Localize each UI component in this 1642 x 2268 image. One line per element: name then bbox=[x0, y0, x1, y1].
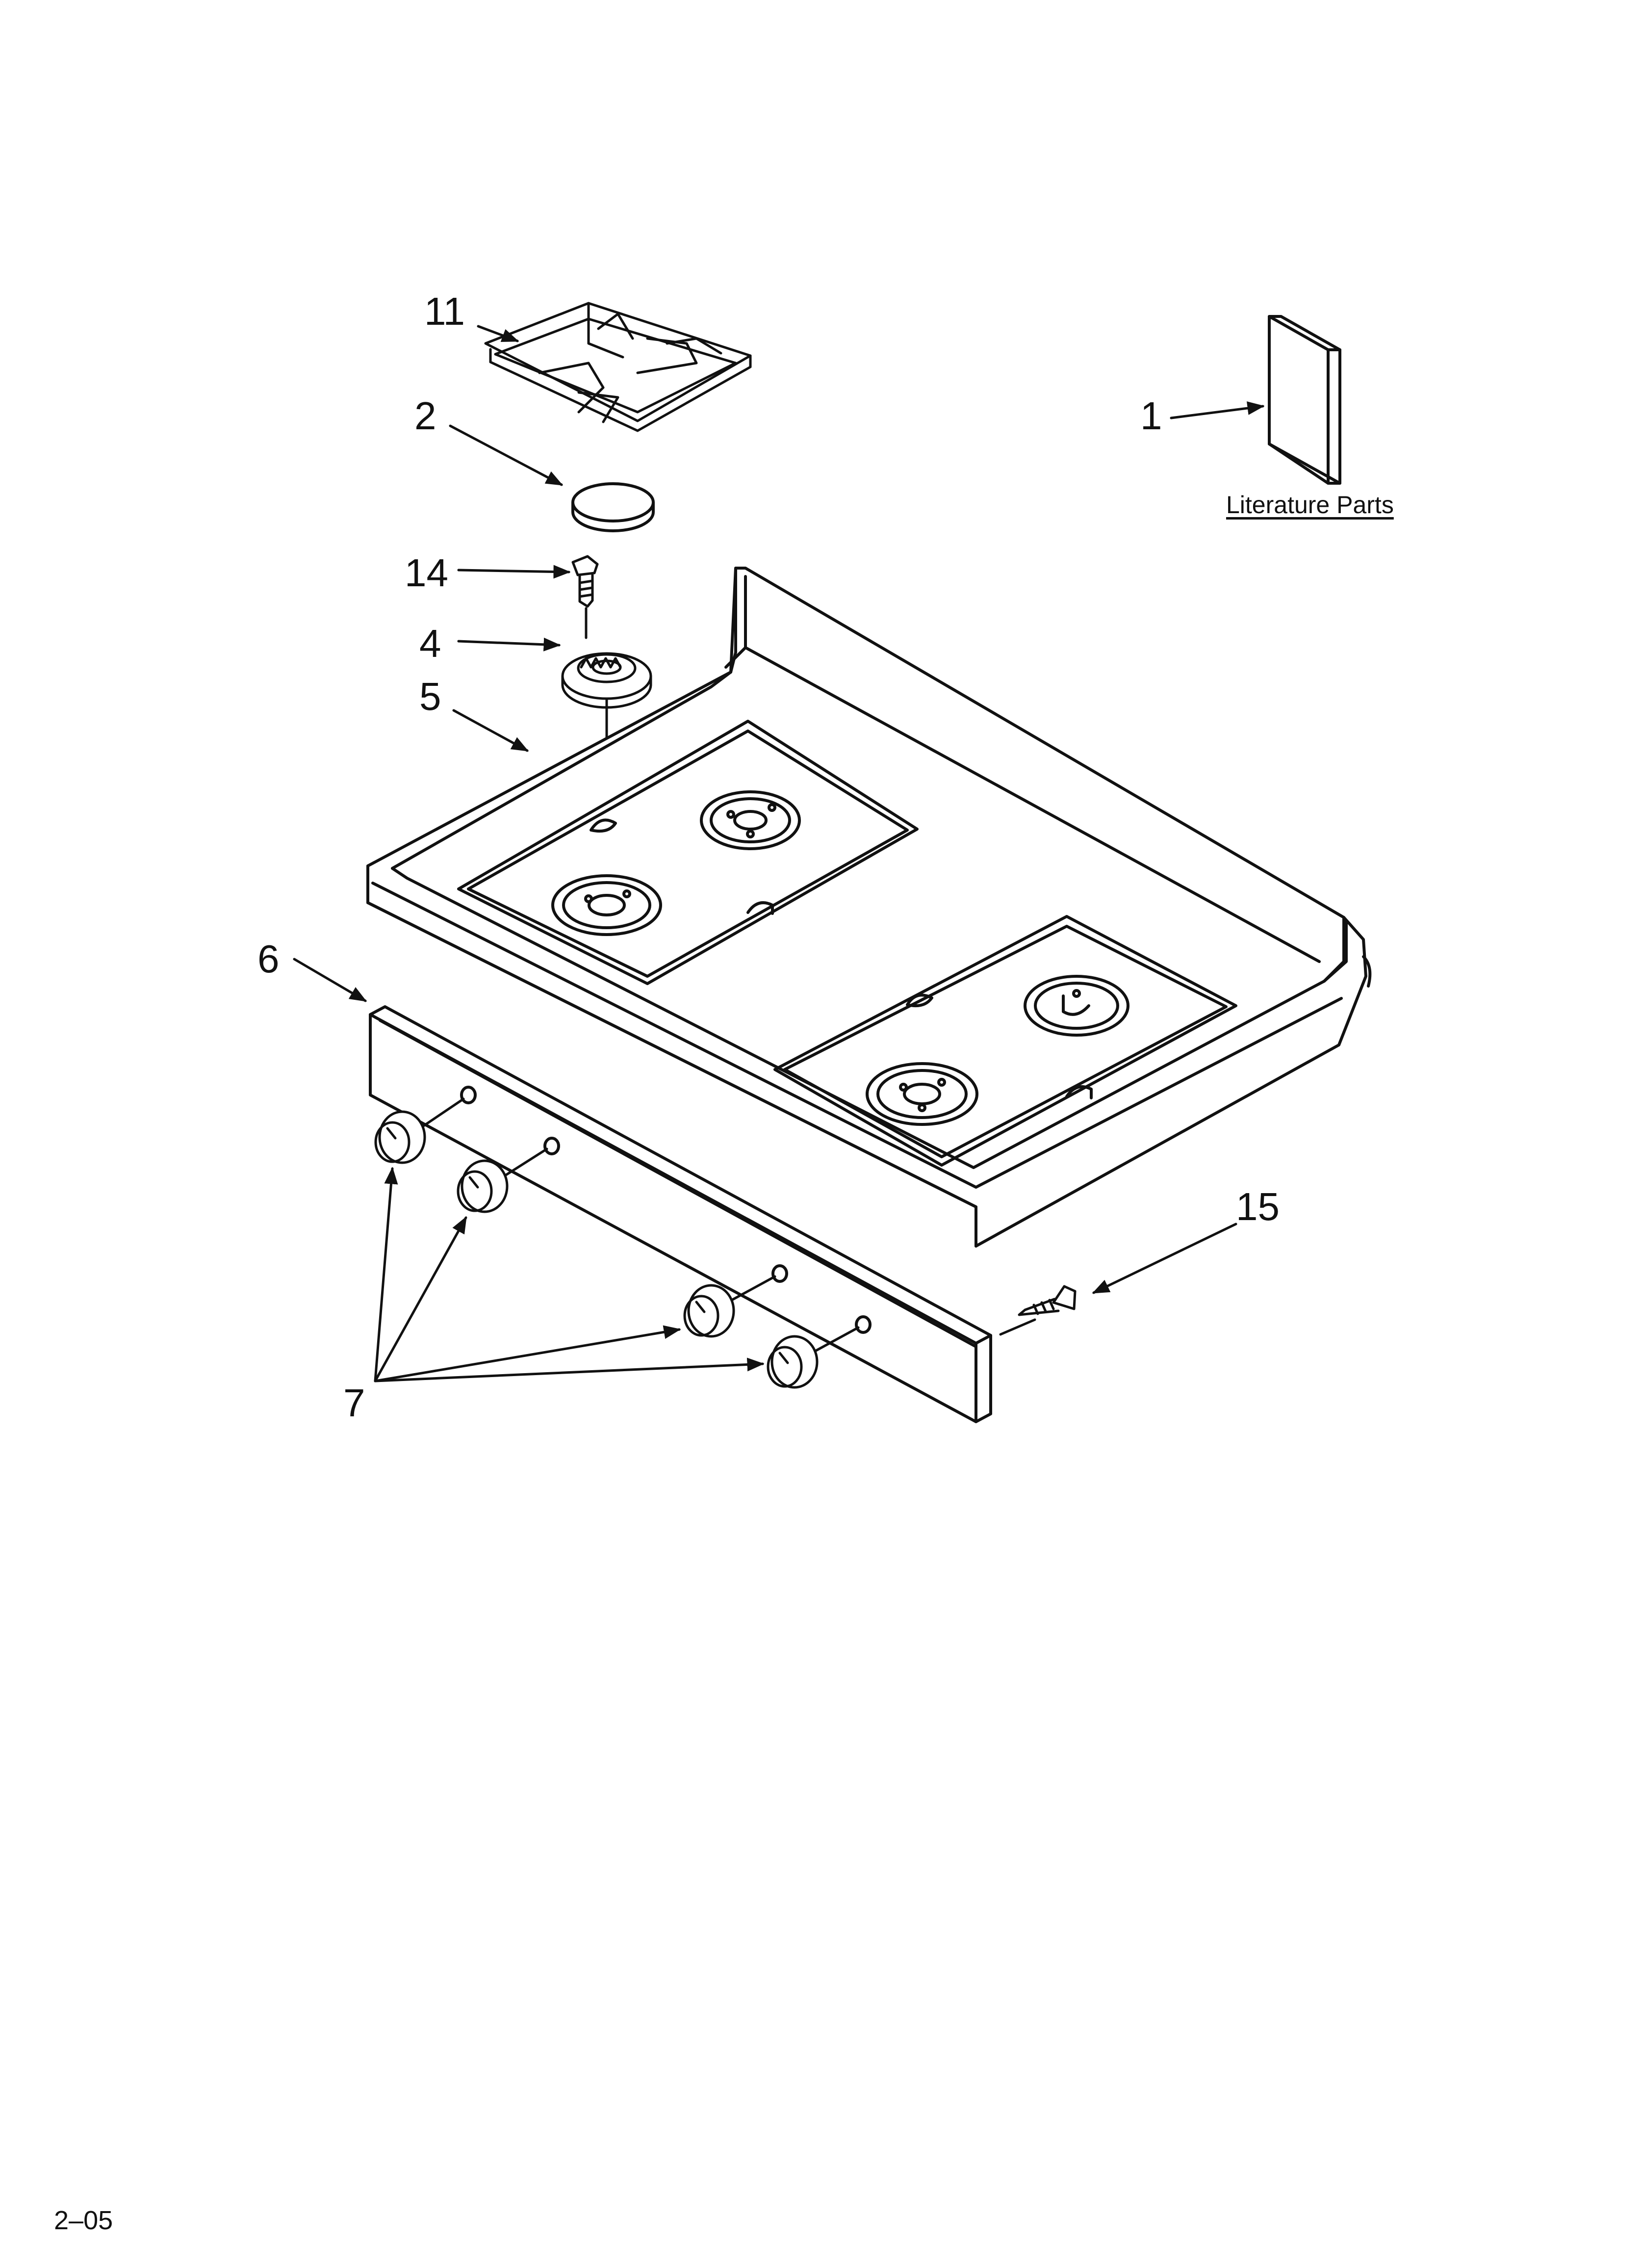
burner-grate bbox=[484, 302, 752, 432]
screw-15 bbox=[999, 1285, 1077, 1336]
literature-booklet bbox=[1268, 315, 1341, 485]
callout-4: 4 bbox=[419, 622, 441, 665]
burner-cap bbox=[571, 482, 655, 532]
arrow-15 bbox=[1092, 1223, 1237, 1294]
arrow-14 bbox=[457, 565, 571, 579]
literature-parts-label: Literature Parts bbox=[1226, 491, 1394, 519]
callout-5: 5 bbox=[419, 675, 441, 718]
callout-2: 2 bbox=[414, 394, 436, 438]
control-panel bbox=[369, 1005, 992, 1423]
control-knobs bbox=[374, 1097, 860, 1389]
callout-arrows bbox=[293, 325, 1265, 1382]
knob-4 bbox=[767, 1326, 860, 1389]
callout-6: 6 bbox=[257, 937, 280, 981]
arrow-6 bbox=[293, 958, 367, 1002]
arrow-4 bbox=[457, 637, 561, 652]
arrow-7b bbox=[374, 1216, 467, 1382]
page-code: 2–05 bbox=[54, 2206, 113, 2235]
arrow-7d bbox=[374, 1357, 765, 1382]
arrow-7c bbox=[374, 1325, 681, 1382]
callout-11: 11 bbox=[424, 289, 465, 333]
arrow-7a bbox=[374, 1167, 398, 1382]
arrow-5 bbox=[452, 709, 529, 752]
screw-14 bbox=[571, 555, 599, 639]
cooktop bbox=[366, 567, 1372, 1248]
knob-3 bbox=[683, 1275, 776, 1338]
knob-1 bbox=[374, 1097, 465, 1164]
callout-1: 1 bbox=[1140, 394, 1162, 438]
callout-7: 7 bbox=[343, 1381, 365, 1425]
arrow-1 bbox=[1170, 401, 1265, 419]
callout-14: 14 bbox=[405, 551, 448, 595]
arrow-11 bbox=[477, 325, 519, 342]
knob-2 bbox=[457, 1147, 548, 1213]
arrow-2 bbox=[449, 424, 564, 486]
burner-base bbox=[561, 652, 652, 709]
callout-15: 15 bbox=[1236, 1185, 1280, 1228]
